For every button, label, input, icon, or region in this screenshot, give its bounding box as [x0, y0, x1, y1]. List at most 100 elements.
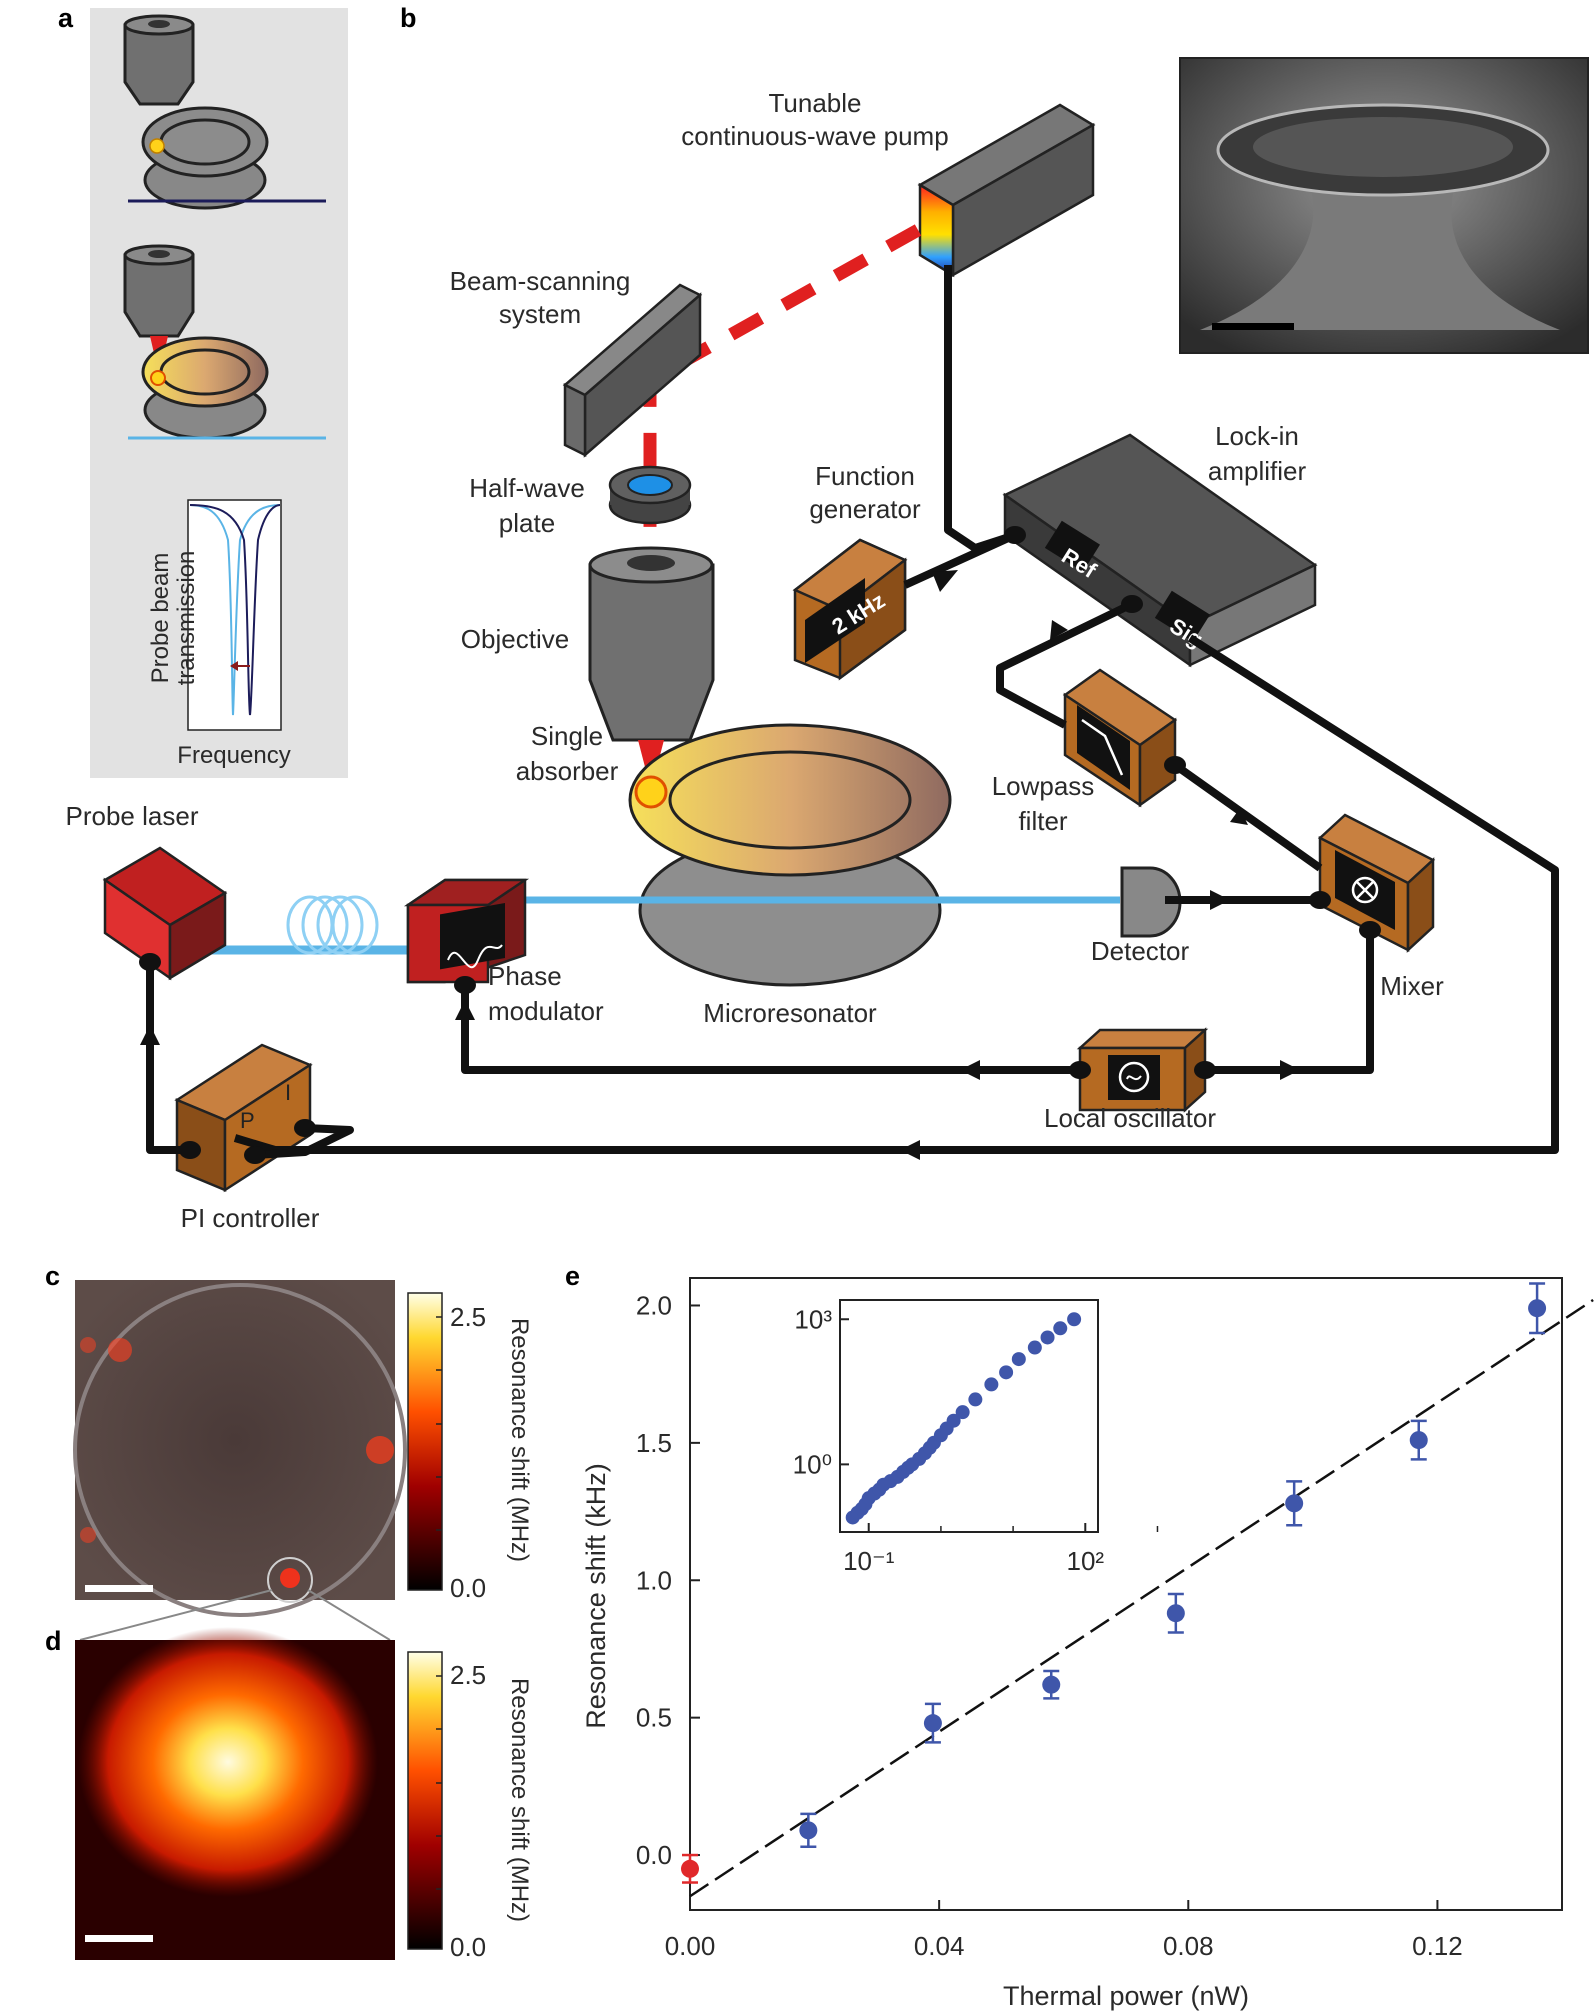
beam-scanning-mirror-icon: [562, 283, 703, 458]
inset-x-tick-label: 10²: [1066, 1546, 1104, 1576]
colorbar-c-label: Resonance shift (MHz): [506, 1318, 533, 1562]
phase-label-1: Phase: [488, 961, 562, 991]
panel-label-b: b: [400, 3, 417, 33]
data-point: [681, 1859, 699, 1878]
x-tick-label: 0.00: [665, 1931, 716, 1961]
y-tick-label: 1.5: [636, 1428, 672, 1458]
inset-data-point: [1011, 1352, 1026, 1367]
y-axis-label: Resonance shift (kHz): [581, 1463, 611, 1729]
transmission-ylabel-1: Probe beam: [147, 553, 174, 684]
local-oscillator-icon: [1076, 1027, 1209, 1113]
x-tick-label: 0.12: [1412, 1931, 1463, 1961]
mixer-icon: [1317, 813, 1436, 953]
transmission-ylabel-2: transmission: [173, 551, 200, 686]
transmission-xlabel: Frequency: [177, 742, 290, 769]
sem-image: [1179, 57, 1589, 354]
pi-controller-icon: P I: [174, 1043, 313, 1193]
x-axis-label: Thermal power (nW): [1003, 1981, 1249, 2011]
panel-label-d: d: [45, 1626, 62, 1656]
x-tick-label: 0.04: [914, 1931, 965, 1961]
colorbar-d-max: 2.5: [450, 1660, 486, 1690]
inset-loglog: 10⁻¹ 10² 10⁰ 10³: [793, 1299, 1159, 1576]
zoom-circle: [267, 1557, 313, 1603]
probe-laser-label: Probe laser: [66, 801, 199, 831]
y-tick-label: 2.0: [636, 1290, 672, 1320]
microresonator-heated-icon: [128, 336, 326, 440]
y-axis-ticks: 0.00.51.01.52.0: [636, 1290, 700, 1870]
microresonator-label: Microresonator: [703, 998, 877, 1028]
phase-label-2: modulator: [488, 996, 604, 1026]
inset-data-point: [946, 1413, 961, 1428]
absorber-label-2: absorber: [516, 756, 619, 786]
microresonator-icon: [128, 106, 326, 210]
plot-frame: [689, 1277, 1563, 1911]
function-label-2: generator: [809, 494, 921, 524]
scan-label-1: Beam-scanning: [450, 266, 631, 296]
inset-data-point: [984, 1377, 999, 1392]
inset-data-point: [1053, 1321, 1068, 1336]
inset-data-point: [1040, 1330, 1055, 1345]
function-label-1: Function: [815, 461, 915, 491]
inset-x-tick-label: 10⁻¹: [843, 1546, 895, 1576]
pump-laser-icon: [917, 103, 1096, 278]
inset-data-point: [1067, 1312, 1082, 1327]
colorbar-d-min: 0.0: [450, 1932, 486, 1962]
panel-d-heatmap: [75, 1627, 395, 1960]
scan-label-2: system: [499, 299, 581, 329]
i-label: I: [285, 1080, 291, 1105]
objective-label: Objective: [461, 624, 569, 654]
lowpass-label-2: filter: [1018, 806, 1067, 836]
phase-modulator-icon: [403, 878, 530, 984]
pump-label-2: continuous-wave pump: [681, 121, 948, 151]
data-point: [1166, 1604, 1185, 1623]
half-wave-plate-icon: [608, 465, 692, 525]
scale-bar: [1212, 323, 1294, 330]
panel-b: Tunable continuous-wave pump Beam-scanni…: [66, 57, 1589, 1233]
transmission-plot: Probe beam transmission Frequency: [147, 499, 291, 769]
x-tick-label: 0.08: [1163, 1931, 1214, 1961]
scale-bar: [85, 1585, 153, 1592]
lockin-label-1: Lock-in: [1215, 421, 1299, 451]
data-point: [1528, 1299, 1547, 1318]
panel-label-c: c: [45, 1261, 60, 1291]
colorbar-c-max: 2.5: [450, 1302, 486, 1332]
detector-label: Detector: [1091, 936, 1190, 966]
y-tick-label: 0.0: [636, 1840, 672, 1870]
colorbar-d-label: Resonance shift (MHz): [506, 1678, 533, 1922]
data-point: [1285, 1494, 1304, 1513]
flow-arrows: [140, 570, 1300, 1160]
fit-line: [689, 1298, 1594, 1898]
objective-icon: [123, 244, 195, 375]
colorbar-c: 2.5 0.0 Resonance shift (MHz): [407, 1292, 533, 1603]
panel-label-a: a: [58, 3, 74, 33]
lowpass-label-1: Lowpass: [992, 771, 1095, 801]
inset-points: [845, 1312, 1082, 1525]
data-point: [1042, 1675, 1061, 1694]
fiber-coil-icon: [286, 895, 379, 955]
function-generator-icon: 2 kHz: [792, 538, 908, 681]
inset-y-tick-label: 10⁰: [793, 1449, 832, 1479]
data-point: [1409, 1431, 1428, 1450]
colorbar-d: 2.5 0.0 Resonance shift (MHz): [407, 1651, 533, 1962]
halfwave-label-1: Half-wave: [469, 473, 585, 503]
inset-y-tick-label: 10³: [794, 1304, 832, 1334]
p-label: P: [240, 1108, 255, 1133]
local-oscillator-label: Local oscillator: [1044, 1103, 1216, 1133]
probe-laser-icon: [102, 846, 228, 981]
inset-data-point: [999, 1365, 1014, 1380]
panel-c-heatmap: [73, 1280, 407, 1641]
pump-label-1: Tunable: [769, 88, 862, 118]
inset-data-point: [1027, 1340, 1042, 1355]
pi-label: PI controller: [181, 1203, 320, 1233]
lowpass-filter-icon: [1062, 668, 1178, 808]
inset-data-point: [968, 1392, 983, 1407]
y-tick-label: 1.0: [636, 1565, 672, 1595]
panel-a: Probe beam transmission Frequency: [90, 8, 348, 778]
mixer-label: Mixer: [1380, 971, 1444, 1001]
detector-icon: [1120, 866, 1182, 938]
data-points: [681, 1282, 1547, 1884]
absorber-label-1: Single: [531, 721, 603, 751]
objective-icon: [123, 14, 195, 106]
